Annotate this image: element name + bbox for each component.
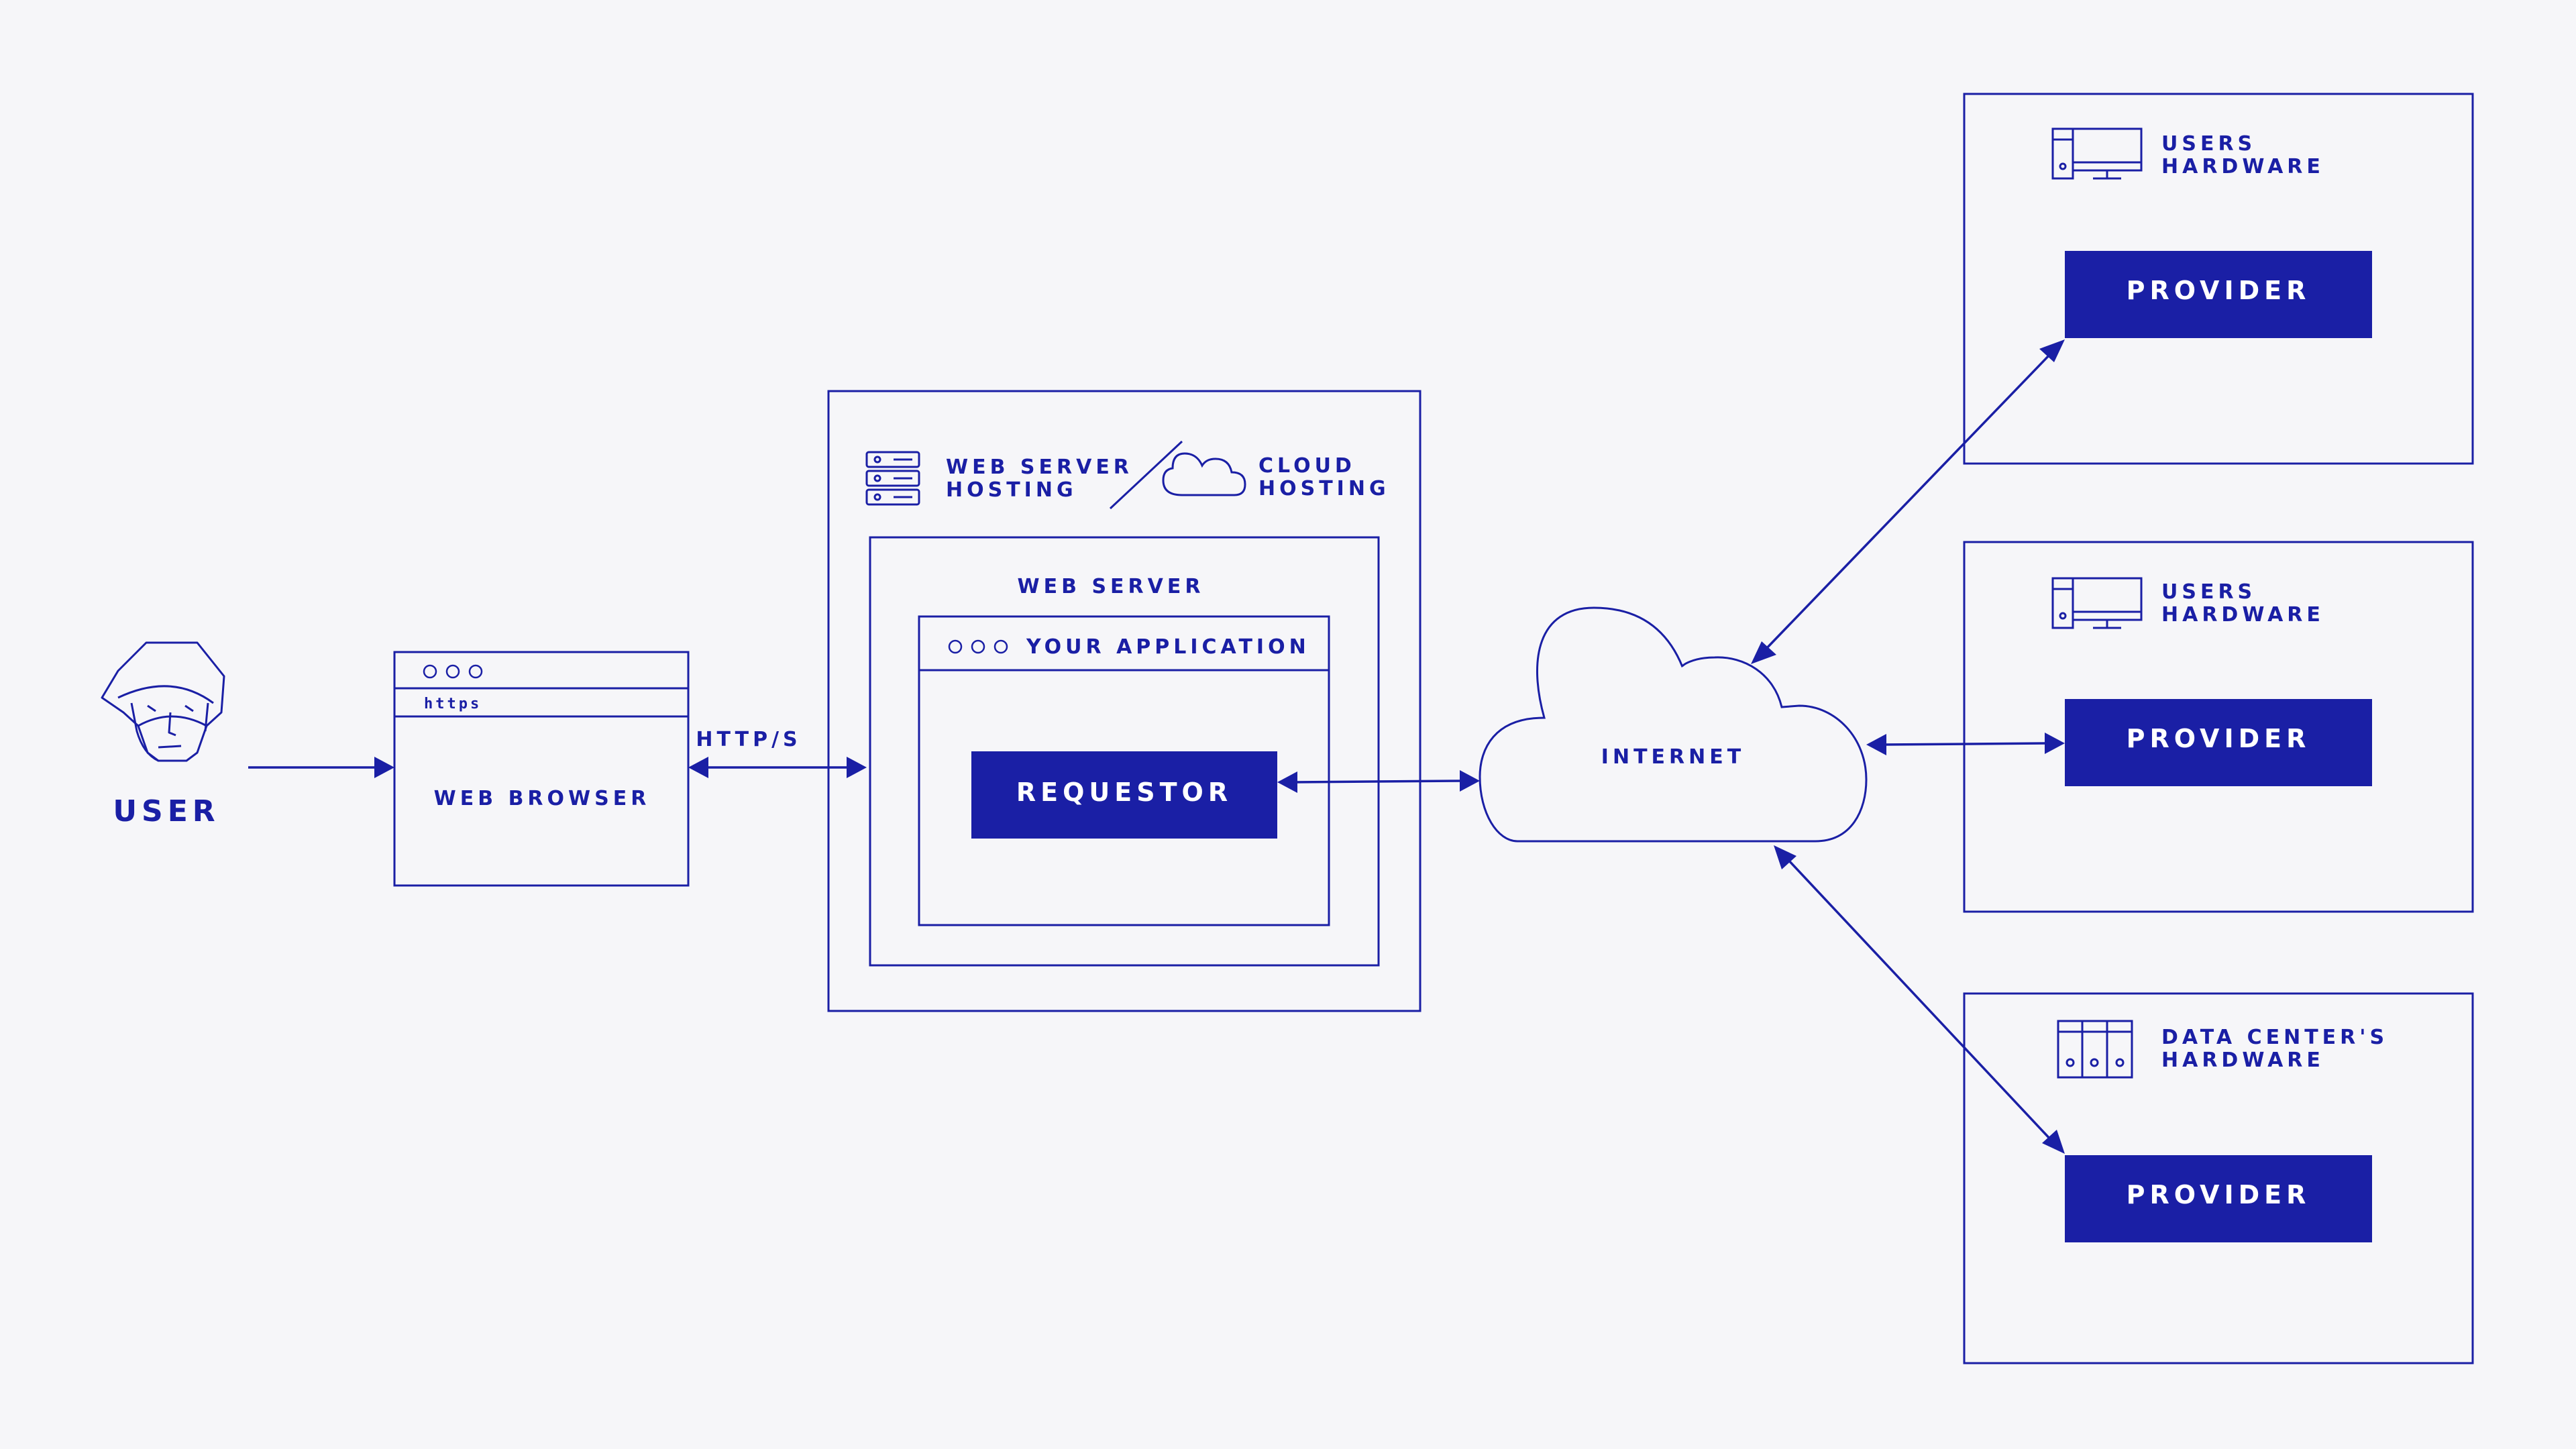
user-label: USER [113, 794, 219, 828]
web-server-hosting-line-2: HOSTING [946, 478, 1077, 502]
provider-2-label: PROVIDER [2127, 724, 2311, 753]
provider-3-container [1963, 992, 2474, 1364]
hosting-divider [1109, 440, 1183, 510]
provider-2-box: PROVIDER [2065, 699, 2372, 786]
provider-3-hardware-label: DATA CENTER'S HARDWARE [2161, 1026, 2400, 1072]
window-controls-icon [423, 664, 483, 679]
provider-3-hardware-line-2: HARDWARE [2161, 1049, 2324, 1072]
internet-to-provider-3-arrow [1774, 845, 2065, 1154]
web-server-hosting-line-1: WEB SERVER [946, 455, 1133, 479]
cloud-icon [1162, 452, 1246, 496]
provider-2-container [1963, 541, 2474, 913]
requestor-box: REQUESTOR [971, 751, 1277, 839]
protocol-label: HTTP/S [696, 728, 801, 751]
provider-3-hardware-line-1: DATA CENTER'S [2161, 1026, 2388, 1049]
web-browser-window: https WEB BROWSER [393, 651, 690, 887]
web-server-hosting-label: WEB SERVER HOSTING [946, 455, 1144, 502]
cloud-hosting-line-1: CLOUD [1258, 454, 1356, 478]
desktop-computer-icon [2051, 127, 2143, 180]
application-label: YOUR APPLICATION [1026, 635, 1310, 659]
provider-1-hardware-line-2: HARDWARE [2161, 155, 2324, 178]
server-stack-icon [865, 451, 920, 506]
web-server-container [869, 536, 1380, 967]
web-browser-label: WEB BROWSER [434, 787, 651, 810]
desktop-computer-icon [2051, 577, 2143, 629]
provider-1-box: PROVIDER [2065, 251, 2372, 338]
internet-label: INTERNET [1601, 745, 1745, 769]
provider-3-box: PROVIDER [2065, 1155, 2372, 1242]
provider-1-label: PROVIDER [2127, 276, 2311, 305]
hosting-container [827, 390, 1421, 1012]
provider-3-label: PROVIDER [2127, 1180, 2311, 1210]
cloud-hosting-line-2: HOSTING [1258, 477, 1390, 500]
internet-to-provider-2-arrow [1866, 733, 2065, 755]
provider-2-hardware-line-1: USERS [2161, 580, 2256, 604]
application-window: YOUR APPLICATION [918, 615, 1330, 926]
browser-to-server-arrow [688, 757, 867, 778]
provider-1-hardware-label: USERS HARDWARE [2161, 132, 2324, 178]
user-avatar-icon [101, 641, 225, 762]
app-window-controls-icon [948, 639, 1008, 654]
requestor-label: REQUESTOR [1016, 777, 1232, 807]
user-to-browser-arrow [248, 757, 394, 778]
internet-cloud [1479, 606, 1868, 843]
server-rack-icon [2057, 1020, 2133, 1079]
provider-2-hardware-line-2: HARDWARE [2161, 603, 2324, 627]
provider-2-hardware-label: USERS HARDWARE [2161, 580, 2324, 627]
cloud-hosting-label: CLOUD HOSTING [1258, 454, 1390, 500]
provider-1-hardware-line-1: USERS [2161, 132, 2256, 156]
browser-url: https [424, 696, 482, 712]
internet-to-provider-1-arrow [1751, 339, 2065, 664]
requestor-to-internet-arrow [1277, 770, 1480, 793]
web-server-label: WEB SERVER [1018, 575, 1205, 598]
provider-1-container [1963, 93, 2474, 465]
